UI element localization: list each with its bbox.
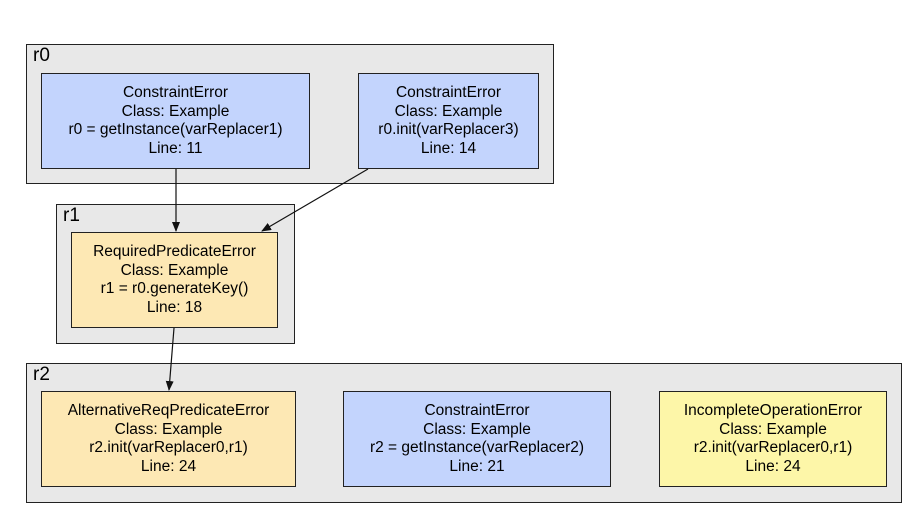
node-class: Class: Example [394, 102, 503, 120]
node-class: Class: Example [423, 420, 531, 438]
node-statement: r0.init(varReplacer3) [378, 121, 519, 138]
node-error-type: RequiredPredicateError [93, 243, 256, 260]
node-statement: r1 = r0.generateKey() [100, 280, 249, 297]
node-line: Line: 11 [148, 139, 203, 157]
node-error-type: AlternativeReqPredicateError [67, 402, 270, 419]
node-incomplete-operation-error-line-24[interactable]: IncompleteOperationError Class: Example … [659, 391, 887, 487]
node-line: Line: 21 [449, 457, 505, 475]
node-class: Class: Example [114, 420, 223, 438]
cluster-label-r0: r0 [33, 45, 50, 66]
node-line: Line: 18 [146, 298, 203, 316]
node-statement: r2.init(varReplacer0,r1) [89, 439, 248, 456]
node-alternative-req-predicate-error-line-24[interactable]: AlternativeReqPredicateError Class: Exam… [41, 391, 296, 487]
node-class: Class: Example [121, 102, 230, 120]
node-constraint-error-line-21[interactable]: ConstraintError Class: Example r2 = getI… [343, 391, 611, 487]
node-statement: r2 = getInstance(varReplacer2) [369, 439, 585, 456]
cluster-label-r1: r1 [63, 205, 80, 226]
node-class: Class: Example [719, 420, 827, 438]
node-line: Line: 24 [745, 457, 801, 475]
node-constraint-error-line-11[interactable]: ConstraintError Class: Example r0 = getI… [41, 73, 310, 169]
node-class: Class: Example [120, 261, 229, 279]
node-line: Line: 14 [420, 139, 477, 157]
node-required-predicate-error-line-18[interactable]: RequiredPredicateError Class: Example r1… [71, 232, 278, 328]
node-statement: r0 = getInstance(varReplacer1) [68, 121, 283, 138]
node-statement: r2.init(varReplacer0,r1) [693, 439, 853, 456]
node-line: Line: 24 [140, 457, 197, 475]
node-error-type: ConstraintError [395, 84, 502, 101]
node-error-type: ConstraintError [122, 84, 229, 101]
cluster-label-r2: r2 [33, 364, 50, 385]
node-error-type: ConstraintError [424, 402, 530, 419]
node-constraint-error-line-14[interactable]: ConstraintError Class: Example r0.init(v… [358, 73, 539, 169]
node-error-type: IncompleteOperationError [683, 402, 863, 419]
